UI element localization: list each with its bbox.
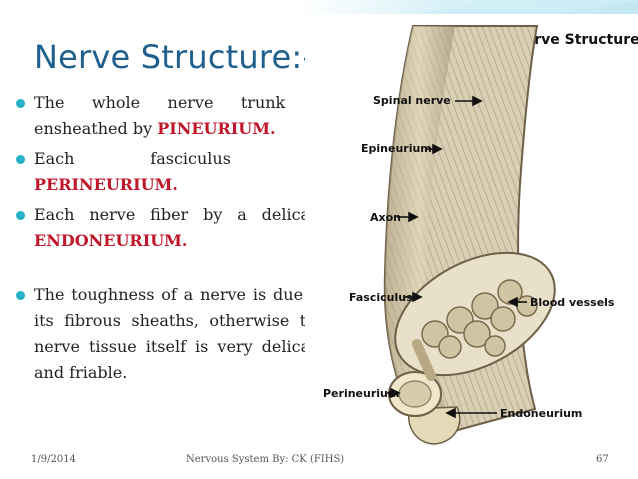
- label-blood-vessels: Blood vessels: [530, 296, 615, 309]
- figure-title: Nerve Structure: [513, 32, 638, 48]
- nerve-diagram: Nerve Structure Spinal nerve Epineurium …: [323, 25, 638, 445]
- label-perineurium: Perineurium: [323, 387, 399, 400]
- bullet-item: The whole nerve trunk is ensheathed by P…: [16, 90, 326, 142]
- bullet-text: The toughness of a nerve is due to its f…: [34, 285, 326, 382]
- bullet-text: The whole nerve trunk is ensheathed by: [34, 93, 326, 138]
- bullet-icon: [16, 155, 25, 164]
- label-endoneurium: Endoneurium: [500, 407, 582, 420]
- fascicles: [421, 279, 538, 359]
- bullet-text: Each fasciculus by: [34, 149, 326, 168]
- bullet-icon: [16, 291, 25, 300]
- label-epineurium: Epineurium: [361, 142, 432, 155]
- bullet-item: Each fasciculus by PERINEURIUM.: [16, 146, 326, 198]
- figure-labels: Spinal nerve Epineurium Axon Fasciculus …: [323, 94, 615, 420]
- footer-date: 1/9/2014: [31, 454, 76, 465]
- bullet-highlight: ENDONEURIUM.: [34, 231, 188, 250]
- figure-arrows: [387, 95, 527, 419]
- bullet-item: Each nerve fiber by a delicate ENDONEURI…: [16, 202, 326, 254]
- bullet-icon: [16, 211, 25, 220]
- slide-title: Nerve Structure:-: [34, 38, 315, 76]
- bullet-highlight: PINEURIUM.: [157, 119, 276, 138]
- footer-author: Nervous System By: CK (FIHS): [186, 454, 345, 465]
- label-axon: Axon: [370, 211, 401, 224]
- nerve-structure-figure: Nerve Structure Spinal nerve Epineurium …: [305, 14, 638, 457]
- bullet-highlight: PERINEURIUM.: [34, 175, 178, 194]
- label-fasciculus: Fasciculus: [349, 291, 413, 304]
- bullet-list: The whole nerve trunk is ensheathed by P…: [16, 90, 326, 390]
- footer-page-number: 67: [596, 454, 609, 465]
- bullet-icon: [16, 99, 25, 108]
- bullet-item: The toughness of a nerve is due to its f…: [16, 282, 326, 386]
- bullet-text: Each nerve fiber by a delicate: [34, 205, 326, 224]
- label-spinal-nerve: Spinal nerve: [373, 94, 451, 107]
